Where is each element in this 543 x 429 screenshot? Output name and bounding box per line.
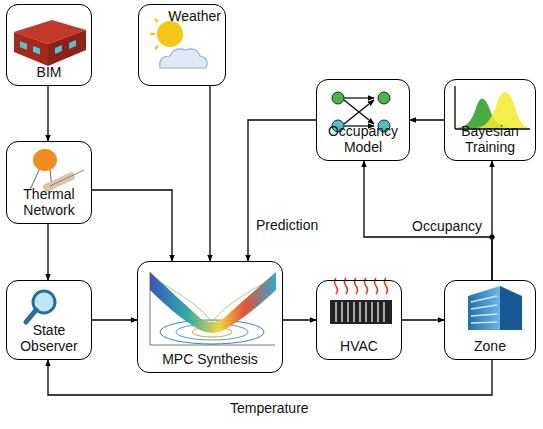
node-label: Weather [168,8,221,24]
node-label: State Observer [11,322,87,354]
flow-arrow [92,190,172,261]
flow-arrow [283,319,316,320]
node-label: BIM [37,64,62,80]
flow-arrow [491,161,492,280]
node-label: Thermal Network [11,186,87,218]
edge-label: Temperature [228,400,311,416]
flow-arrow [248,120,316,261]
controller-box: MPC Synthesis [137,261,283,373]
node-label: Zone [474,338,506,354]
flow-arrow [410,119,444,120]
source-box: BIM [6,4,92,86]
node-label: HVAC [340,338,378,354]
flow-arrow [92,319,137,320]
node-label: Bayesian Training [449,123,531,155]
process-box: Thermal Network [6,141,92,224]
hvac-icon [330,278,392,324]
bim-icon [14,20,86,66]
model-box: Occupancy Model [316,79,410,161]
edge-label: Prediction [254,217,320,233]
source-box: Weather [138,4,226,86]
process-box: State Observer [6,280,92,360]
edge-label: Occupancy [410,218,484,234]
flow-arrow [47,224,48,280]
node-label: Occupancy Model [321,123,405,155]
mpc-surface-icon [150,272,276,345]
flow-arrow [402,319,444,320]
flow-arrow [364,161,492,280]
magnifier-icon [26,291,55,322]
distribution-icon [455,86,530,129]
process-box: HVAC [316,280,402,360]
building-icon [468,286,522,330]
flow-arrow [47,86,48,141]
process-box: Bayesian Training [444,79,536,161]
process-box: Zone [444,280,536,360]
flow-arrow [209,86,210,261]
flow-arrow [48,360,492,395]
node-label: MPC Synthesis [162,351,258,367]
